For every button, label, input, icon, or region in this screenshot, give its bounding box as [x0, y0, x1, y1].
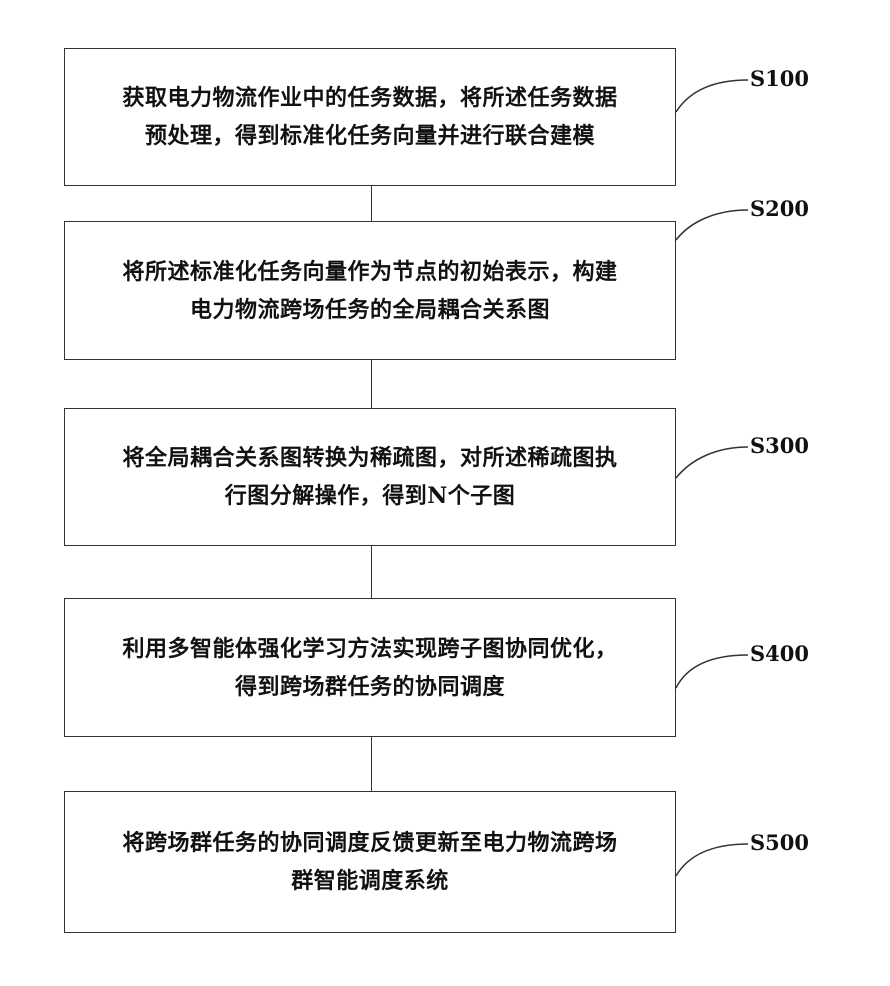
leader-line-s500 — [676, 844, 748, 876]
leader-line-s300 — [676, 447, 748, 478]
step-label-s100: S100 — [750, 66, 809, 91]
step-label-s500: S500 — [750, 830, 809, 855]
leader-line-s200 — [676, 210, 748, 240]
step-label-s200: S200 — [750, 196, 809, 221]
leader-line-s100 — [676, 80, 748, 112]
step-label-s300: S300 — [750, 433, 809, 458]
leader-line-s400 — [676, 655, 748, 688]
step-label-s400: S400 — [750, 641, 809, 666]
